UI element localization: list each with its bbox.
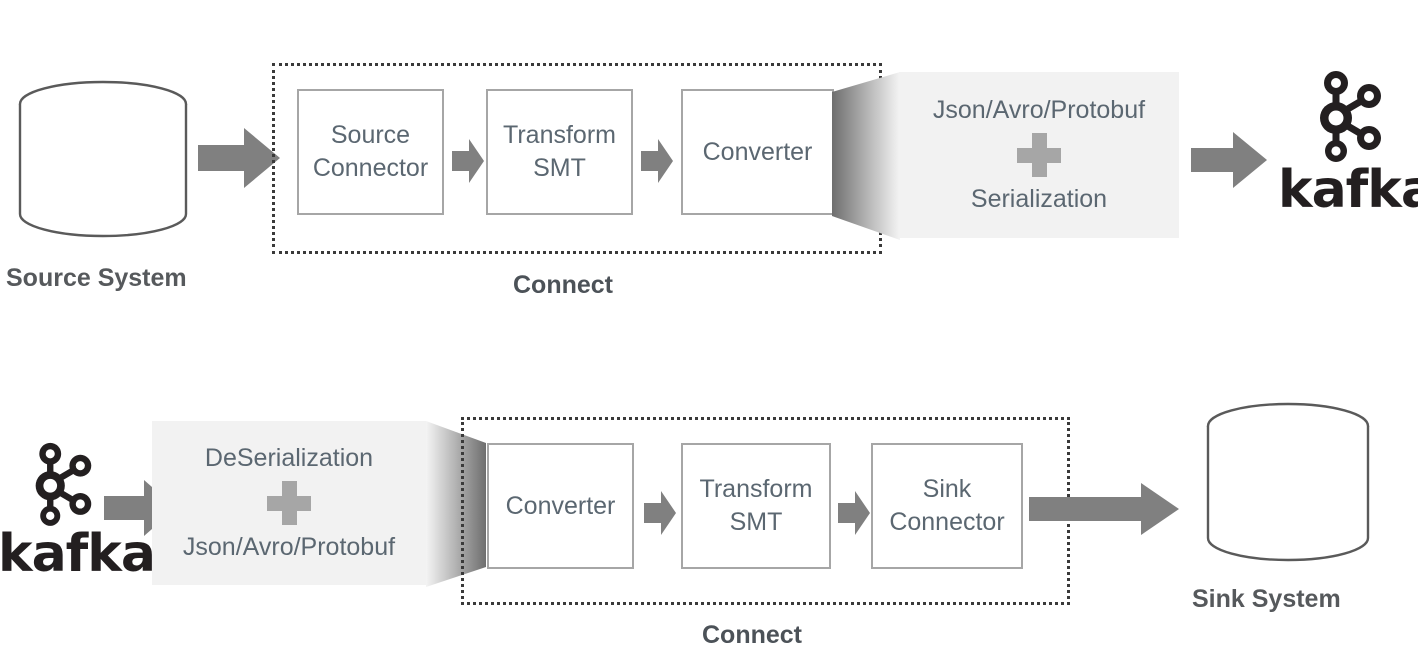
deserialization-panel-sink: DeSerialization Json/Avro/Protobuf bbox=[152, 421, 426, 585]
arrow-sink-connector-to-sink-system-icon bbox=[1029, 483, 1179, 535]
serialization-panel-source: Json/Avro/Protobuf Serialization bbox=[899, 72, 1179, 238]
deserialization-format-line: Json/Avro/Protobuf bbox=[182, 533, 396, 561]
sink-connector-box[interactable]: Sink Connector bbox=[871, 443, 1023, 569]
kafka-wordmark-bottom: kafka bbox=[0, 524, 156, 584]
arrow-transform-to-converter-icon bbox=[641, 139, 673, 183]
transform-smt-line-2: SMT bbox=[729, 508, 783, 536]
sink-connector-line-2: Connector bbox=[889, 508, 1005, 536]
sink-system-label: Sink System bbox=[1192, 585, 1341, 613]
arrow-transform-to-sink-connector-icon bbox=[838, 491, 870, 535]
source-connector-line-2: Connector bbox=[312, 154, 429, 182]
plus-icon bbox=[1017, 133, 1061, 177]
converter-line-1: Converter bbox=[702, 137, 813, 166]
source-system-label: Source System bbox=[6, 264, 187, 292]
connect-label-source: Connect bbox=[513, 271, 613, 299]
converter-box-sink[interactable]: Converter bbox=[487, 443, 634, 569]
kafka-wordmark-top: kafka bbox=[1278, 160, 1418, 220]
transform-smt-box-sink[interactable]: Transform SMT bbox=[681, 443, 831, 569]
arrow-serialization-to-kafka-icon bbox=[1191, 132, 1267, 188]
serialization-transition-shape-source bbox=[832, 72, 900, 240]
serialization-format-line: Json/Avro/Protobuf bbox=[932, 95, 1146, 124]
connect-label-sink: Connect bbox=[702, 621, 802, 649]
transform-smt-box-source[interactable]: Transform SMT bbox=[486, 89, 633, 215]
transform-smt-line-2: SMT bbox=[533, 154, 586, 182]
deserialization-transition-shape-sink bbox=[426, 421, 486, 587]
arrow-converter-to-transform-icon bbox=[644, 491, 676, 535]
kafka-logo-icon bbox=[1320, 71, 1381, 162]
serialization-label: Serialization bbox=[970, 185, 1108, 213]
sink-connector-line-1: Sink bbox=[922, 475, 972, 503]
kafka-logo-icon bbox=[35, 442, 92, 526]
converter-box-source[interactable]: Converter bbox=[681, 89, 834, 215]
plus-icon bbox=[267, 481, 311, 525]
arrow-source-connector-to-transform-icon bbox=[452, 139, 484, 183]
arrow-source-to-connect-icon bbox=[198, 128, 280, 188]
source-connector-line-1: Source bbox=[330, 121, 411, 149]
source-system-cylinder-icon bbox=[18, 80, 188, 238]
transform-smt-line-1: Transform bbox=[503, 121, 616, 149]
source-connector-box[interactable]: Source Connector bbox=[297, 89, 444, 215]
converter-line-1: Converter bbox=[505, 491, 616, 520]
deserialization-label: DeSerialization bbox=[204, 443, 374, 472]
sink-system-cylinder-icon bbox=[1206, 402, 1370, 562]
transform-smt-line-1: Transform bbox=[699, 475, 813, 503]
